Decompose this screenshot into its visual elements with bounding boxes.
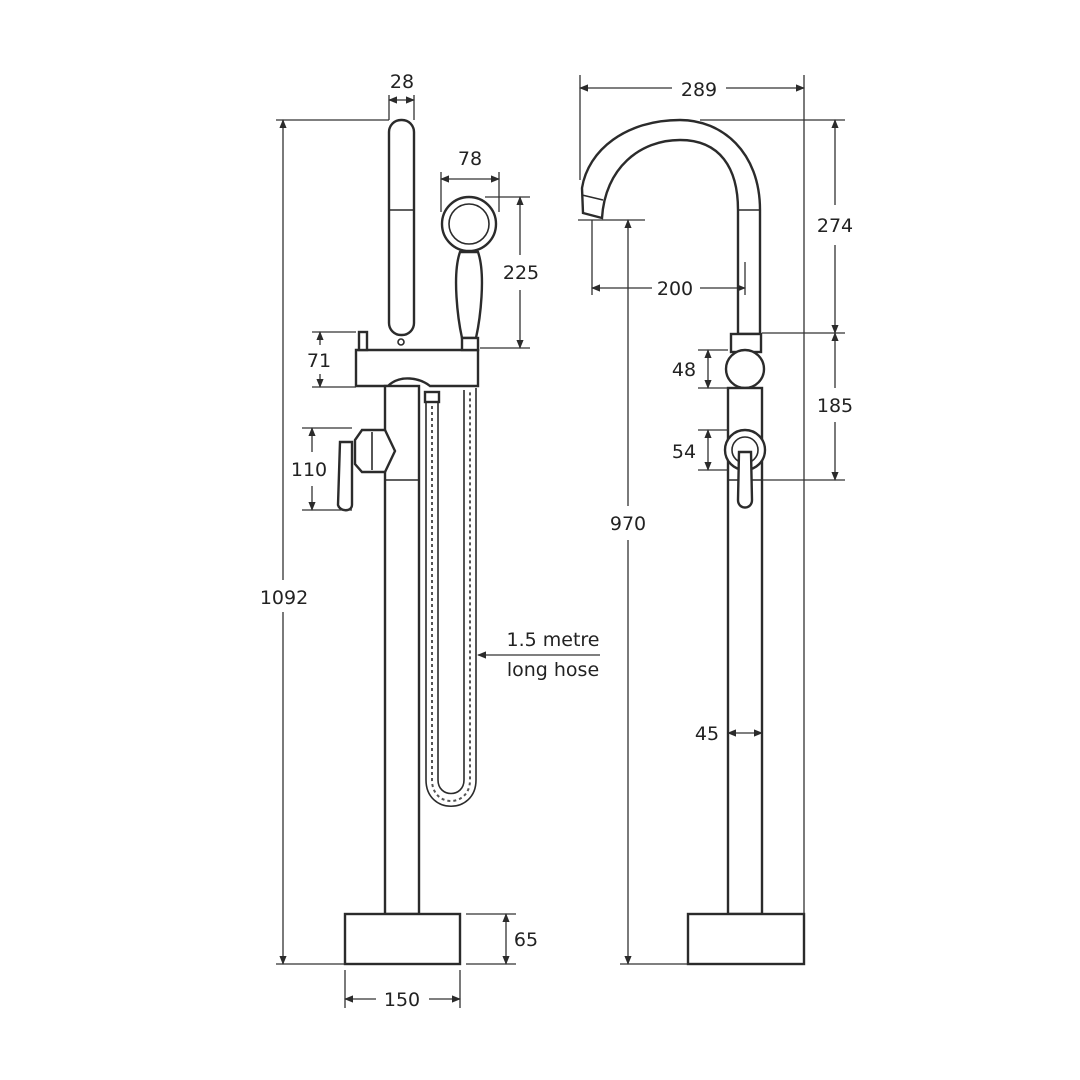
shower-rod <box>387 118 416 337</box>
hose-label-line-2: long hose <box>507 659 599 681</box>
right-view: 289 274 185 200 970 48 54 <box>578 75 853 966</box>
dim-48: 48 <box>672 359 696 381</box>
dim-274: 274 <box>817 215 853 237</box>
column-left <box>383 384 421 916</box>
dim-78: 78 <box>458 148 482 170</box>
dim-150: 150 <box>384 989 420 1011</box>
hose-label-line-1: 1.5 metre <box>507 629 600 651</box>
dim-110: 110 <box>291 459 327 481</box>
dim-200: 200 <box>657 278 693 300</box>
handset-head <box>440 195 498 253</box>
mixer-body <box>354 348 480 388</box>
dim-71: 71 <box>307 350 331 372</box>
base-left <box>343 912 462 966</box>
lever-handle <box>336 440 354 512</box>
dim-54: 54 <box>672 441 696 463</box>
lever-valve <box>353 428 397 474</box>
dim-45: 45 <box>695 723 719 745</box>
dim-28: 28 <box>390 71 414 93</box>
lever-handle-side <box>736 450 754 509</box>
dim-1092: 1092 <box>260 587 308 609</box>
left-view: 28 78 225 71 110 1092 1.5 metre long <box>260 71 600 1011</box>
upper-knob <box>724 348 766 390</box>
dim-289: 289 <box>681 79 717 101</box>
handset-handle <box>454 250 484 340</box>
dim-185: 185 <box>817 395 853 417</box>
base-right <box>686 912 806 966</box>
dim-65: 65 <box>514 929 538 951</box>
hose <box>431 390 471 802</box>
dim-970: 970 <box>610 513 646 535</box>
dim-225: 225 <box>503 262 539 284</box>
spout-gooseneck <box>580 118 762 336</box>
